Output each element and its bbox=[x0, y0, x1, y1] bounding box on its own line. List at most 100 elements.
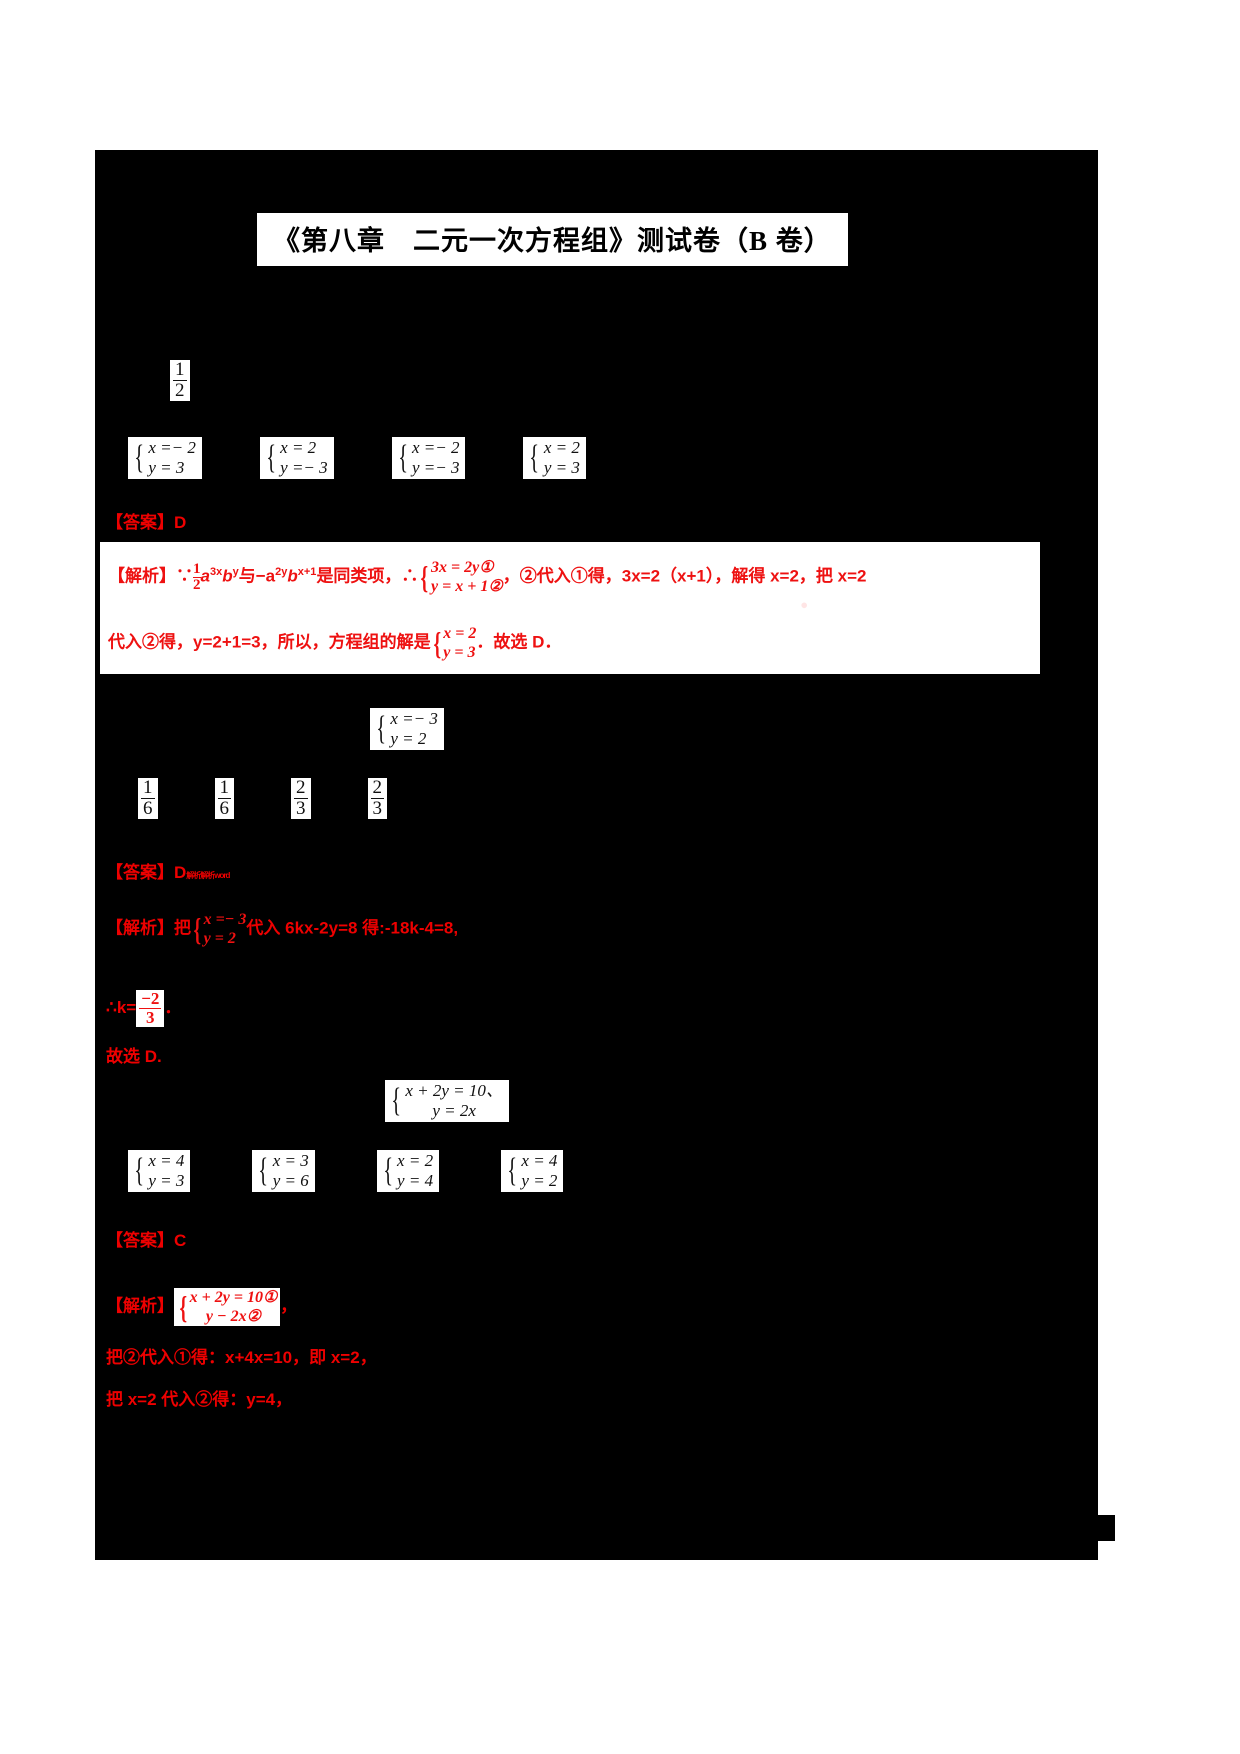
q1-expl-and: 与−a bbox=[238, 566, 276, 586]
q2-solution-system: {x =− 3 y = 2 bbox=[191, 910, 247, 948]
q1-option-c: { x =− 2 y =− 3 bbox=[391, 437, 466, 479]
q1-explanation-lead: 【解析】 bbox=[108, 566, 176, 586]
q2-k-frac-num-value: 2 bbox=[150, 989, 160, 1008]
q1-option-c-y: y =− 3 bbox=[411, 458, 460, 477]
q3-option-a-x: x = 4 bbox=[148, 1151, 185, 1170]
brace-icon: { bbox=[433, 625, 441, 661]
q1-fraction-denominator: 2 bbox=[175, 380, 185, 401]
q1-option-a-y: y = 3 bbox=[148, 458, 185, 477]
q2-answer-text: 【答案】D bbox=[106, 863, 187, 882]
q2-option-c-den: 3 bbox=[296, 798, 306, 819]
q1-option-d-x: x = 2 bbox=[543, 438, 580, 457]
q3-option-a: { x = 4 y = 3 bbox=[128, 1150, 191, 1192]
q1-expl-b: b bbox=[222, 566, 233, 586]
q3-option-d-y: y = 2 bbox=[521, 1171, 558, 1190]
brace-icon: { bbox=[193, 911, 202, 947]
q2-solution-mid: 代入 6kx‐2y=8 得:-18k-4=8, bbox=[246, 918, 459, 938]
q1-fraction: 1 2 bbox=[170, 360, 190, 401]
q1-expl-d-exp: x+1 bbox=[297, 565, 317, 578]
brace-icon: { bbox=[420, 559, 429, 595]
watermark: ● bbox=[797, 596, 811, 613]
q3-sys-row2: y − 2x② bbox=[205, 1308, 262, 1325]
q1-option-b: { x = 2 y =− 3 bbox=[259, 437, 334, 479]
q3-option-b-y: y = 6 bbox=[272, 1171, 309, 1190]
q1-expl-b-exp: y bbox=[232, 565, 239, 578]
q3-option-b: { x = 3 y = 6 bbox=[252, 1150, 315, 1192]
q1-expl-c: b bbox=[287, 566, 298, 586]
q2-sys-row1: x =− 3 bbox=[203, 911, 247, 928]
q2-sys-row2: y = 2 bbox=[203, 930, 236, 947]
q3-options: { x = 4 y = 3 { x = 3 y = 6 { x = 2 y = … bbox=[128, 1150, 564, 1192]
q3-solution-line-3: 把 x=2 代入②得：y=4， bbox=[106, 1390, 293, 1409]
q3-option-b-x: x = 3 bbox=[272, 1151, 309, 1170]
q1-sys1-row2: y = x + 1② bbox=[431, 578, 503, 595]
brace-icon: { bbox=[258, 1152, 269, 1189]
q2-option-c-num: 2 bbox=[294, 777, 308, 799]
q3-option-d-x: x = 4 bbox=[521, 1151, 558, 1170]
q1-fraction-numerator: 1 bbox=[173, 359, 187, 381]
q2-solution-line-3: 故选 D. bbox=[106, 1047, 162, 1066]
q1-expl-line2-tail: ．故选 D． bbox=[476, 632, 562, 652]
q1-option-a: { x =− 2 y = 3 bbox=[128, 437, 202, 479]
q2-k-frac-num: −2 bbox=[139, 989, 162, 1009]
q1-sys2-row1: x = 2 bbox=[443, 625, 477, 642]
q2-answer-artifact: 解析解析word bbox=[186, 871, 230, 880]
page-corner-mark bbox=[1075, 1515, 1115, 1541]
brace-icon: { bbox=[382, 1152, 393, 1189]
brace-icon: { bbox=[179, 1289, 188, 1325]
q2-k-frac-den: 3 bbox=[146, 1008, 155, 1027]
brace-icon: { bbox=[134, 439, 145, 476]
q2-option-b: 1 6 bbox=[214, 777, 234, 819]
q1-explanation-system-1: {3x = 2y① y = x + 1② bbox=[418, 558, 503, 596]
q3-answer-label: 【答案】C bbox=[106, 1231, 187, 1250]
q1-explanation-system-2: {x = 2 y = 3 bbox=[431, 624, 477, 662]
q2-option-a-num: 1 bbox=[141, 777, 155, 799]
q3-option-d: { x = 4 y = 2 bbox=[501, 1150, 564, 1192]
q1-expl-same-term: 是同类项，∴ bbox=[316, 566, 419, 586]
q2-option-d: 2 3 bbox=[367, 778, 387, 819]
brace-icon: { bbox=[376, 710, 387, 747]
q1-option-b-y: y =− 3 bbox=[280, 458, 328, 477]
q3-option-c-x: x = 2 bbox=[397, 1151, 434, 1170]
q3-option-c: { x = 2 y = 4 bbox=[376, 1150, 440, 1192]
q1-option-b-x: x = 2 bbox=[280, 438, 317, 457]
q3-option-c-y: y = 4 bbox=[397, 1171, 434, 1190]
brace-icon: { bbox=[391, 1082, 402, 1119]
q2-k-prefix: ∴k= bbox=[106, 997, 137, 1017]
q1-expl-c-exp: 2y bbox=[275, 565, 288, 578]
q1-option-a-x: x =− 2 bbox=[148, 438, 196, 457]
brace-icon: { bbox=[266, 439, 276, 476]
page-title: 《第八章 二元一次方程组》测试卷（B 卷） bbox=[257, 213, 848, 266]
q1-sys1-row1: 3x = 2y① bbox=[431, 559, 494, 576]
q3-solution-line-2: 把②代入①得：x+4x=10，即 x=2， bbox=[106, 1348, 377, 1367]
q1-option-d-y: y = 3 bbox=[543, 458, 580, 477]
q1-sys2-row2: y = 3 bbox=[443, 644, 476, 661]
q3-solution-lead: 【解析】 bbox=[106, 1296, 174, 1316]
q1-expl-line1-tail: ，②代入①得，3x=2（x+1），解得 x=2，把 x=2 bbox=[502, 566, 867, 586]
q3-given-row1: x + 2y = 10、 bbox=[405, 1081, 503, 1100]
q2-given-system: { x =− 3 y = 2 bbox=[370, 708, 444, 750]
q1-option-d: { x = 2 y = 3 bbox=[523, 437, 586, 479]
q1-expl-a-exp: 3x bbox=[209, 565, 223, 578]
q2-solution-lead: 【解析】 bbox=[106, 918, 174, 938]
q3-given-row2: y = 2x bbox=[432, 1101, 476, 1120]
q3-option-a-y: y = 3 bbox=[148, 1171, 185, 1190]
q2-option-d-den: 3 bbox=[372, 798, 383, 819]
q1-answer-label: 【答案】D bbox=[106, 513, 187, 532]
q1-explanation-because: ∵ bbox=[176, 566, 193, 586]
q1-options: { x =− 2 y = 3 { x = 2 y =− 3 { x =− 2 y… bbox=[128, 437, 586, 479]
q2-option-c: 2 3 bbox=[291, 778, 311, 819]
q2-answer-label: 【答案】D解析解析word bbox=[106, 858, 230, 883]
q2-option-b-num: 1 bbox=[217, 777, 231, 799]
q2-option-b-den: 6 bbox=[219, 798, 230, 819]
brace-icon: { bbox=[529, 439, 540, 476]
